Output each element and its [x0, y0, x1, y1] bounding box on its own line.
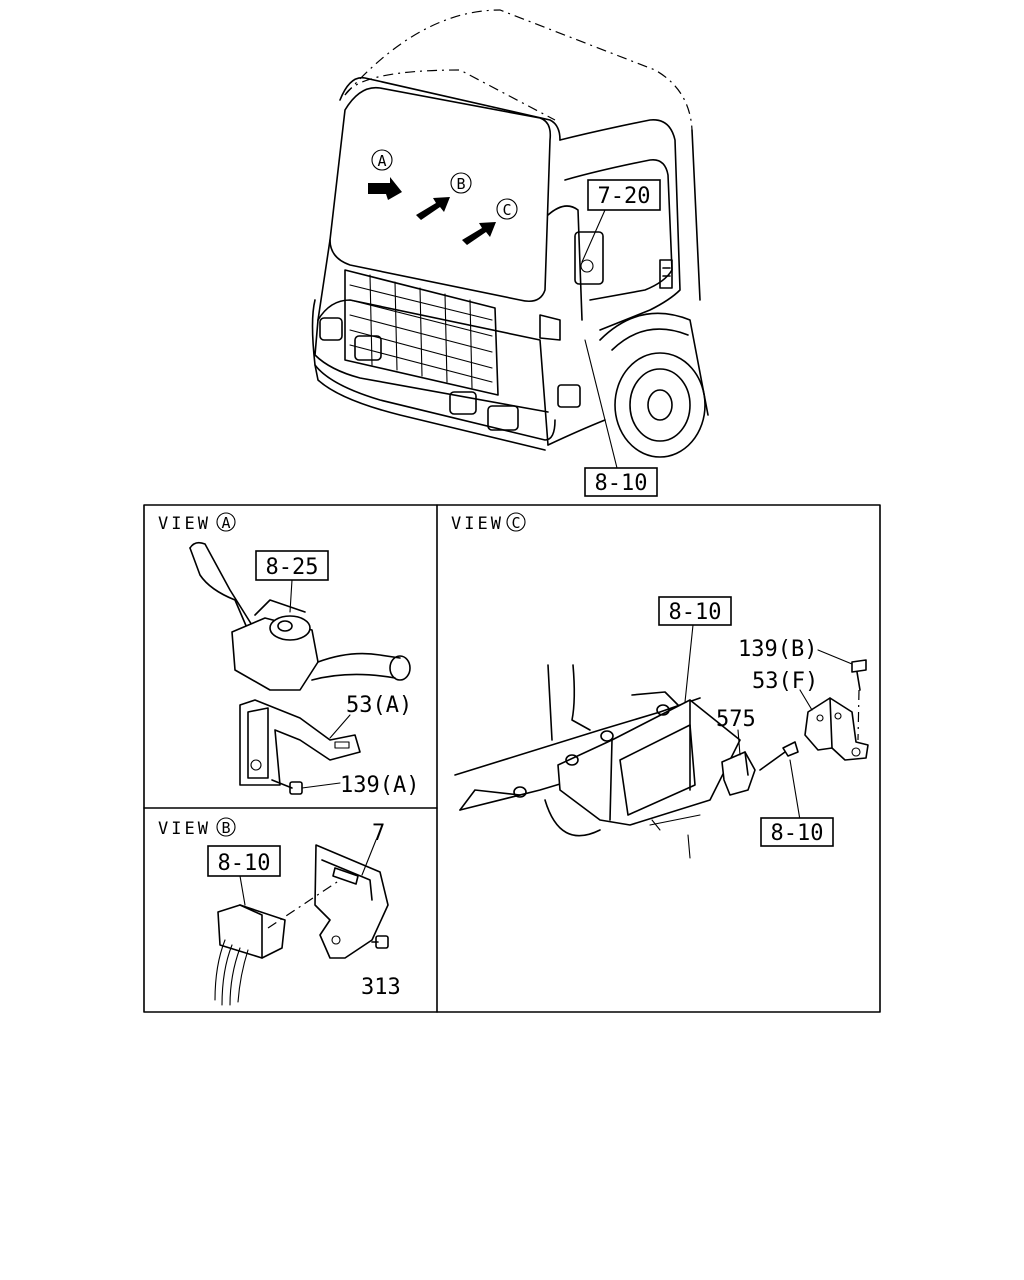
view-marker-b: B: [456, 175, 465, 193]
view-marker-a: A: [377, 152, 386, 170]
view-a-panel: [189, 512, 411, 795]
label-bolt-313: 313: [361, 975, 401, 1000]
view-b-letter: B: [221, 819, 230, 837]
view-a-title: VIEW: [158, 514, 211, 534]
detail-panels-frame: [143, 504, 881, 1013]
callout-mirror: 7-20: [598, 184, 651, 209]
label-bracket-53f: 53(F): [752, 669, 818, 694]
label-bracket-53a: 53(A): [346, 693, 412, 718]
view-arrow-b: [416, 197, 450, 220]
view-c-title: VIEW: [451, 514, 504, 534]
callout-switch: 8-25: [266, 555, 319, 580]
view-arrow-c: [462, 222, 496, 245]
view-b-panel: [207, 817, 389, 1006]
callout-screw: 8-10: [771, 821, 824, 846]
callout-control-unit: 8-10: [669, 600, 722, 625]
callout-connector: 8-10: [218, 851, 271, 876]
view-c-letter: C: [511, 514, 520, 532]
view-b-title: VIEW: [158, 819, 211, 839]
view-arrow-a: [368, 177, 402, 200]
label-bolt-139a: 139(A): [340, 773, 419, 798]
label-bolt-139b: 139(B): [738, 637, 817, 662]
view-c-panel: [454, 512, 869, 859]
view-marker-c: C: [502, 201, 511, 219]
truck-cab-illustration: [311, 9, 709, 497]
label-clip-575: 575: [716, 707, 756, 732]
callout-body: 8-10: [595, 471, 648, 496]
label-bracket-7: 7: [372, 821, 385, 846]
view-a-letter: A: [221, 514, 230, 532]
